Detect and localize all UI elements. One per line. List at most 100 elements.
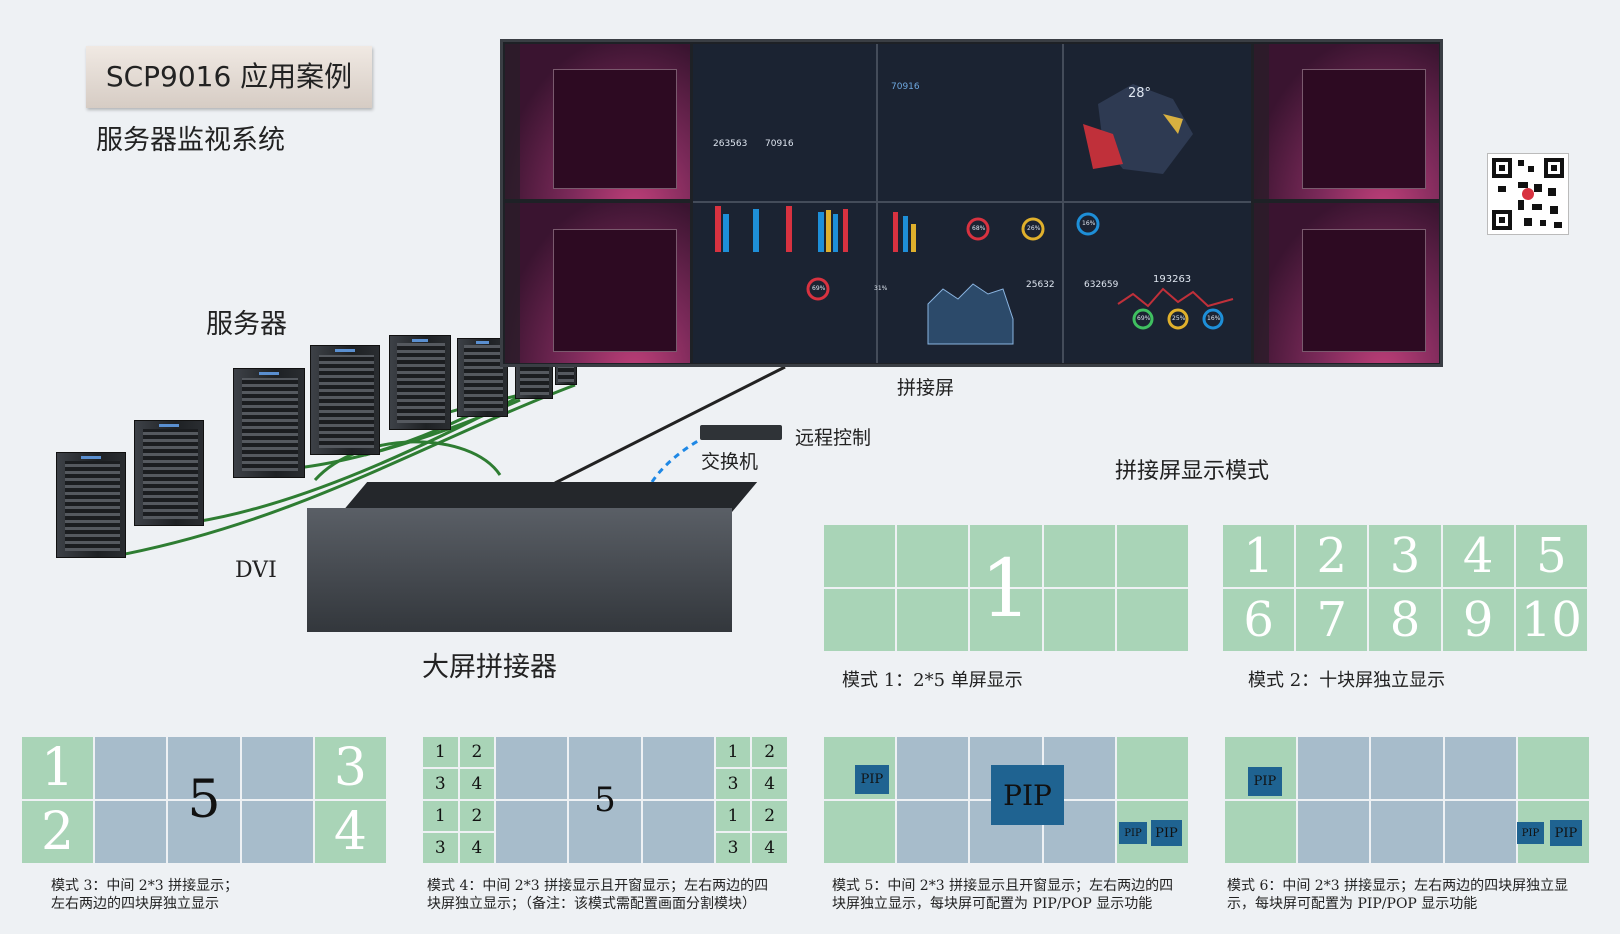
- grid-cell: 10: [1515, 589, 1587, 651]
- grid-cell: 4: [314, 801, 386, 863]
- grid-cell: [1371, 801, 1443, 863]
- mode4-caption: 模式 4：中间 2*3 拼接显示且开窗显示；左右两边的四 块屏独立显示；（备注：…: [427, 877, 768, 913]
- gauge-label: 16%: [1207, 315, 1221, 322]
- grid-cell: [642, 737, 714, 799]
- grid-cell: 5: [1515, 525, 1587, 587]
- grid-cell: [970, 525, 1042, 587]
- desktop-screen: [505, 203, 690, 363]
- mode3-center-number: 5: [187, 770, 221, 830]
- sub-cell: 1: [715, 737, 751, 767]
- sub-cell: 1: [715, 801, 751, 831]
- gauge-label: 31%: [874, 285, 888, 292]
- sub-cell: 4: [752, 769, 787, 799]
- gauge-label: 69%: [1137, 315, 1151, 322]
- mode1-caption: 模式 1：2*5 单屏显示: [842, 670, 1023, 691]
- grid-cell: [569, 737, 641, 799]
- page-subtitle: 服务器监视系统: [96, 125, 285, 156]
- metric-value: 193263: [1153, 274, 1192, 285]
- server-tower: [134, 420, 204, 526]
- sub-cell: 4: [752, 833, 787, 863]
- grid-cell: [897, 737, 969, 799]
- sub-cell: 2: [752, 737, 787, 767]
- grid-cell: [642, 801, 714, 863]
- grid-cell: 2: [1296, 525, 1368, 587]
- desktop-screen: [1254, 44, 1439, 199]
- monitoring-dashboard: 263563 70916 70916 28° 25632 632659 1932…: [693, 44, 1251, 363]
- qr-code: [1487, 153, 1569, 235]
- cable-line: [119, 383, 576, 557]
- sub-cell: 2: [752, 801, 787, 831]
- caption-line: 模式 5：中间 2*3 拼接显示且开窗显示；左右两边的四: [832, 878, 1174, 894]
- sub-cell: 1: [423, 801, 458, 831]
- pip-window: PIP: [1517, 822, 1544, 844]
- server-tower: [233, 368, 305, 478]
- servers-label: 服务器: [206, 309, 287, 340]
- grid-cell: 2: [22, 801, 94, 863]
- title-badge: SCP9016 应用案例: [86, 46, 372, 108]
- grid-cell: [168, 737, 240, 799]
- wall-cable: [554, 365, 786, 485]
- gauge-label: 69%: [812, 285, 826, 292]
- grid-cell: 1: [22, 737, 94, 799]
- grid-cell: [824, 525, 896, 587]
- remote-label: 远程控制: [795, 427, 872, 449]
- sub-cell: 3: [423, 769, 458, 799]
- sub-cell: 4: [459, 833, 495, 863]
- mode2-grid: 1 2 3 4 5 6 7 8 9 10: [1223, 525, 1587, 651]
- grid-cell: [1043, 589, 1115, 651]
- grid-cell: [897, 589, 969, 651]
- switch-label: 交换机: [701, 451, 759, 473]
- grid-cell: 4: [1442, 525, 1514, 587]
- server-tower: [310, 345, 380, 455]
- mode4-center-number: 5: [594, 780, 616, 820]
- metric-value: 632659: [1084, 280, 1119, 290]
- grid-cell: [95, 801, 167, 863]
- grid-cell: 3: [1369, 525, 1441, 587]
- grid-cell: [970, 589, 1042, 651]
- dvi-label: DVI: [235, 558, 277, 583]
- grid-cell: 9: [1442, 589, 1514, 651]
- caption-line: 块屏独立显示，每块屏可配置为 PIP/POP 显示功能: [832, 896, 1153, 912]
- server-tower: [56, 452, 126, 558]
- sub-cell: 1: [423, 737, 458, 767]
- grid-cell: [1298, 737, 1370, 799]
- metric-value: 28°: [1128, 86, 1152, 101]
- caption-line: 块屏独立显示；（备注：该模式需配置画面分割模块）: [427, 896, 756, 912]
- gauge-label: 68%: [972, 225, 986, 232]
- grid-cell: [168, 801, 240, 863]
- grid-cell: 8: [1369, 589, 1441, 651]
- grid-cell: [1116, 737, 1188, 799]
- modes-title: 拼接屏显示模式: [1115, 459, 1270, 484]
- desktop-screen: [1254, 203, 1439, 363]
- grid-cell: 3: [314, 737, 386, 799]
- caption-line: 模式 3：中间 2*3 拼接显示；: [51, 878, 239, 894]
- mode3-grid: 1 3 2 4: [22, 737, 386, 863]
- grid-cell: 6: [1223, 589, 1295, 651]
- sub-cell: 3: [423, 833, 458, 863]
- mode5-caption: 模式 5：中间 2*3 拼接显示且开窗显示；左右两边的四 块屏独立显示，每块屏可…: [832, 877, 1173, 913]
- pip-window: PIP: [991, 765, 1064, 825]
- server-tower: [457, 338, 508, 417]
- desktop-screen: [505, 44, 690, 199]
- caption-line: 左右两边的四块屏独立显示: [51, 896, 219, 912]
- pip-window: PIP: [855, 765, 889, 794]
- sub-cell: 3: [715, 833, 751, 863]
- mode6-caption: 模式 6：中间 2*3 拼接显示；左右两边的四块屏独立显 示，每块屏可配置为 P…: [1227, 877, 1568, 913]
- grid-cell: [1225, 801, 1297, 863]
- pip-window: PIP: [1151, 820, 1182, 846]
- grid-cell: [241, 737, 313, 799]
- metric-value: 25632: [1026, 280, 1055, 290]
- network-cable: [650, 438, 701, 483]
- grid-cell: [824, 589, 896, 651]
- splicer-device: [307, 508, 732, 632]
- wall-label: 拼接屏: [897, 377, 955, 399]
- metric-value: 263563: [713, 139, 748, 149]
- sub-cell: 4: [459, 769, 495, 799]
- pip-window: PIP: [1248, 767, 1282, 796]
- grid-cell: [1517, 737, 1589, 799]
- grid-cell: [1043, 525, 1115, 587]
- gauge-label: 25%: [1172, 315, 1186, 322]
